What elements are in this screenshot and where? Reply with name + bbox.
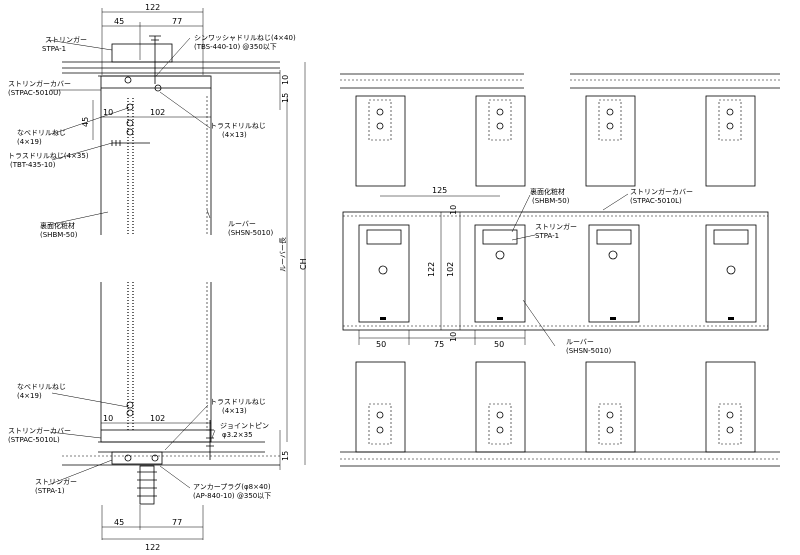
label-truss-drill: トラスドリルねじ(4×35) — [8, 152, 89, 160]
label-sec-backing-code: (SHBM-50) — [532, 197, 570, 205]
label-nabe-b-size: (4×19) — [17, 392, 42, 400]
label-cover-bot-code: (STPAC-5010L) — [8, 436, 60, 444]
label-louver-code: (SHSN-5010) — [228, 229, 273, 237]
dim-sec-122: 122 — [427, 262, 436, 277]
label-stringer-bot: ストリンガー — [35, 477, 77, 486]
label-stringer-bot-code: (STPA-1) — [35, 487, 65, 495]
dim-102-bot: 102 — [150, 414, 165, 423]
dim-10-top: 10 — [103, 108, 113, 117]
label-nabe-size: (4×19) — [17, 138, 42, 146]
label-backing-code: (SHBM-50) — [40, 231, 78, 239]
dim-sec-10b: 10 — [449, 332, 458, 342]
label-washer-screw: シンワッシャドリルねじ(4×40) — [194, 34, 296, 42]
left-elevation: 122 45 77 102 10 45 — [8, 3, 308, 552]
label-sec-louver: ルーバー — [566, 338, 594, 346]
label-nabe: なべドリルねじ — [17, 129, 66, 137]
dim-sec-50b: 50 — [494, 340, 504, 349]
dim-ch: CH — [299, 258, 308, 270]
dim-top-122: 122 — [145, 3, 160, 12]
label-anchor: アンカープラグ(φ8×40) — [193, 482, 271, 491]
label-truss-top-size: (4×13) — [222, 131, 247, 139]
dim-15-b: 15 — [281, 451, 290, 461]
top-plan — [340, 73, 780, 187]
dim-sec-50a: 50 — [376, 340, 386, 349]
dim-louver-length: ルーバー長 — [279, 237, 287, 272]
dim-sec-75: 75 — [434, 340, 444, 349]
label-stringer-top: ストリンガー — [45, 35, 87, 44]
label-sec-stringer-code: STPA-1 — [535, 232, 559, 240]
dim-bot-45: 45 — [114, 518, 124, 527]
bottom-plan — [340, 361, 780, 467]
dim-top-77: 77 — [172, 17, 182, 26]
label-sec-backing: 裏面化粧材 — [530, 187, 565, 196]
label-truss-bot-size: (4×13) — [222, 407, 247, 415]
label-joint-pin: ジョイントピン — [220, 422, 269, 430]
dim-sec-102: 102 — [446, 262, 455, 277]
label-truss-top: トラスドリルねじ — [210, 122, 266, 130]
dim-102-top: 102 — [150, 108, 165, 117]
label-nabe-b: なべドリルねじ — [17, 383, 66, 391]
dim-bot-77: 77 — [172, 518, 182, 527]
label-cover-top-code: (STPAC-5010U) — [8, 89, 61, 97]
label-truss-drill-code: (TBT-435-10) — [10, 161, 56, 169]
dim-45: 45 — [81, 117, 90, 127]
dim-10-a: 10 — [281, 75, 290, 85]
label-washer-code: (TBS-440-10) @350以下 — [194, 43, 277, 51]
dim-sec-125: 125 — [432, 186, 447, 195]
label-cover-bot: ストリンガーカバー — [8, 426, 71, 435]
label-louver: ルーバー — [228, 220, 256, 228]
label-sec-louver-code: (SHSN-5010) — [566, 347, 611, 355]
dim-top-45: 45 — [114, 17, 124, 26]
label-cover-top: ストリンガーカバー — [8, 79, 71, 88]
label-sec-cover-code: (STPAC-5010L) — [630, 197, 682, 205]
middle-section: 125 122 102 10 10 50 7 — [342, 186, 769, 355]
label-backing: 裏面化粧材 — [40, 221, 75, 230]
dim-sec-10a: 10 — [449, 205, 458, 215]
dim-bot-122: 122 — [145, 543, 160, 552]
dim-10-bot: 10 — [103, 414, 113, 423]
label-stringer-top-code: STPA-1 — [42, 45, 66, 53]
dim-15-a: 15 — [281, 93, 290, 103]
label-sec-stringer: ストリンガー — [535, 222, 577, 231]
label-truss-bot: トラスドリルねじ — [210, 398, 266, 406]
label-anchor-code: (AP-840-10) @350以下 — [193, 492, 271, 500]
label-sec-cover: ストリンガーカバー — [630, 187, 693, 196]
label-joint-pin-size: φ3.2×35 — [222, 431, 253, 439]
